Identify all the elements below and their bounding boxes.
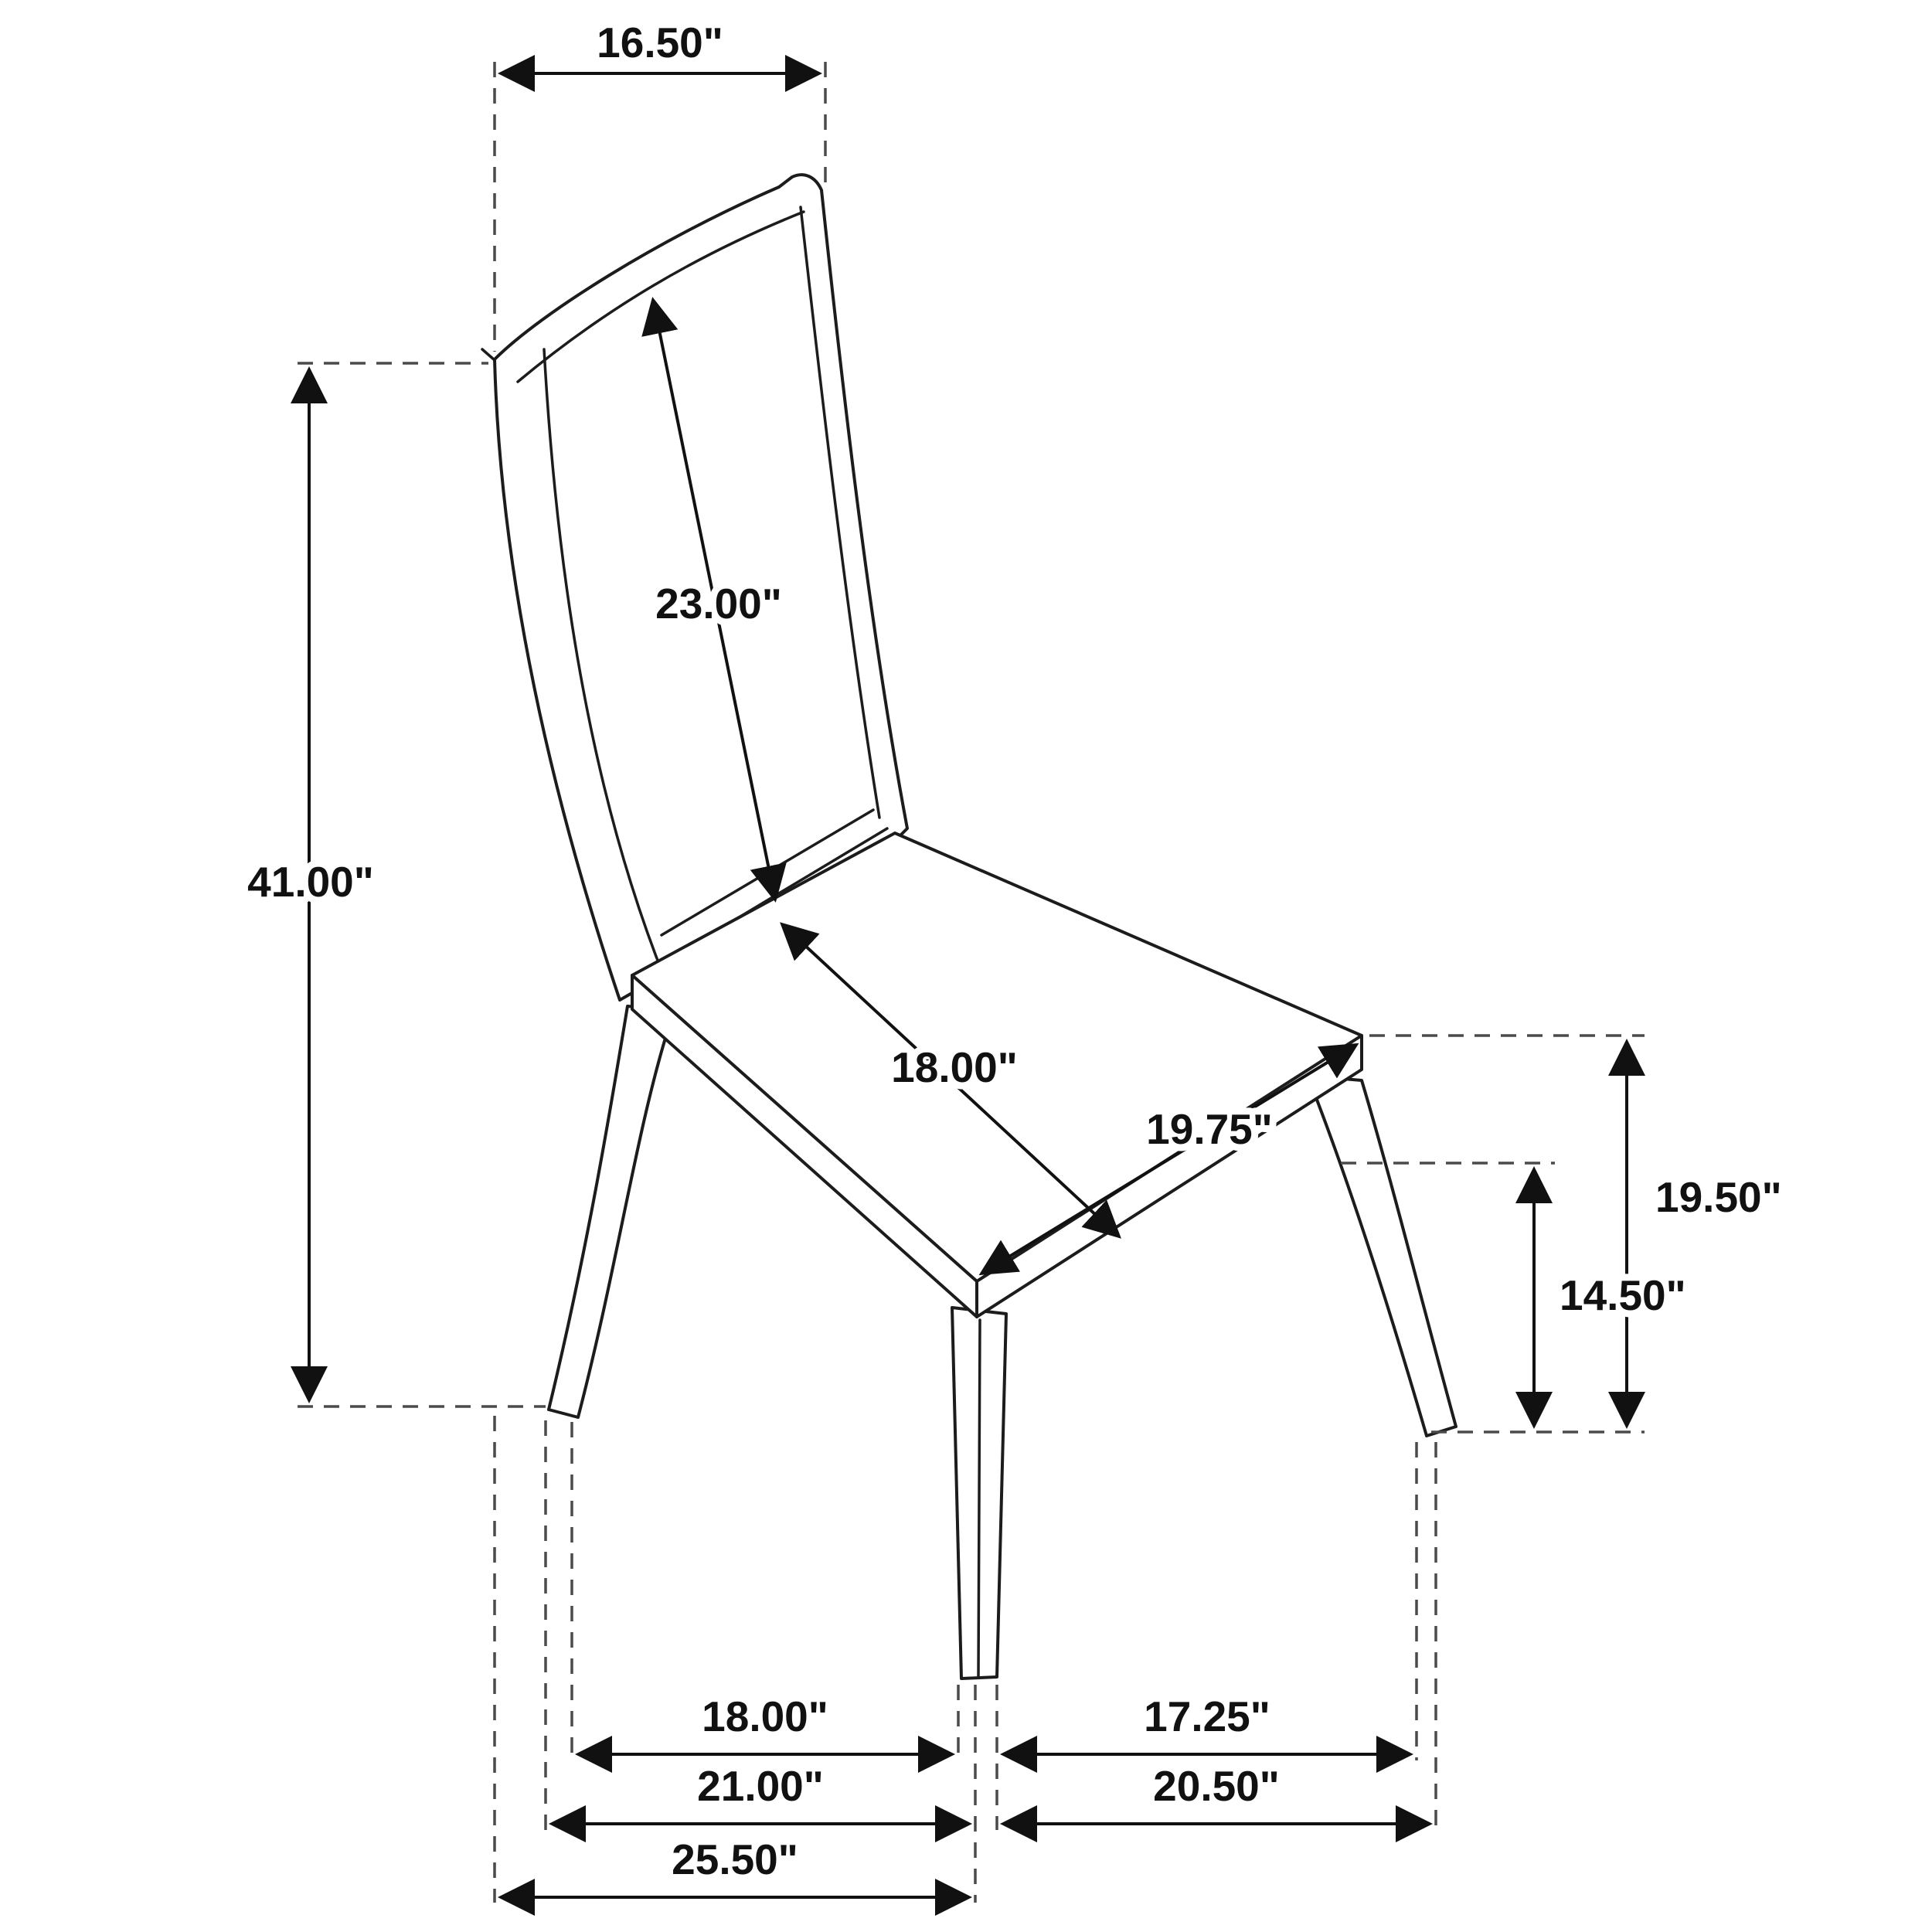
dimension-line-seat-depth <box>978 1043 1359 1276</box>
dim-label-front-leg-span: 18.00" <box>702 1692 828 1740</box>
chair-backrest-top-cap <box>481 348 496 362</box>
dim-label-overall-height: 41.00" <box>247 858 374 906</box>
chair-drawing <box>481 173 1458 1680</box>
dimension-line-back-height <box>641 297 787 903</box>
dimension-lines <box>291 55 1645 1916</box>
chair-rear-right-leg <box>1306 1074 1458 1437</box>
extension-lines <box>298 62 1645 1903</box>
dim-label-seat-height: 19.50" <box>1655 1173 1782 1221</box>
chair-rear-left-leg <box>547 1005 668 1419</box>
chair-front-leg-edge <box>977 1318 981 1679</box>
dim-label-side-leg-span: 17.25" <box>1144 1692 1270 1740</box>
dimension-labels: 16.50" 41.00" 23.00" 18.00" 19.75" 19.50… <box>240 12 1789 1890</box>
chair-backrest-top-rail <box>516 210 805 383</box>
dim-label-floor-to-apron: 14.50" <box>1560 1271 1686 1319</box>
dim-label-front-width-outer: 21.00" <box>697 1762 824 1810</box>
chair-backrest-left-stile <box>543 348 666 980</box>
chair-backrest-right-stile <box>799 206 881 819</box>
dim-label-overall-depth: 25.50" <box>672 1835 798 1883</box>
dim-label-seat-depth: 19.75" <box>1146 1105 1273 1153</box>
dim-label-back-height: 23.00" <box>655 580 782 628</box>
dim-label-side-depth-outer: 20.50" <box>1153 1762 1280 1810</box>
dim-label-back-width: 16.50" <box>597 19 723 66</box>
dim-label-seat-width: 18.00" <box>891 1043 1018 1091</box>
